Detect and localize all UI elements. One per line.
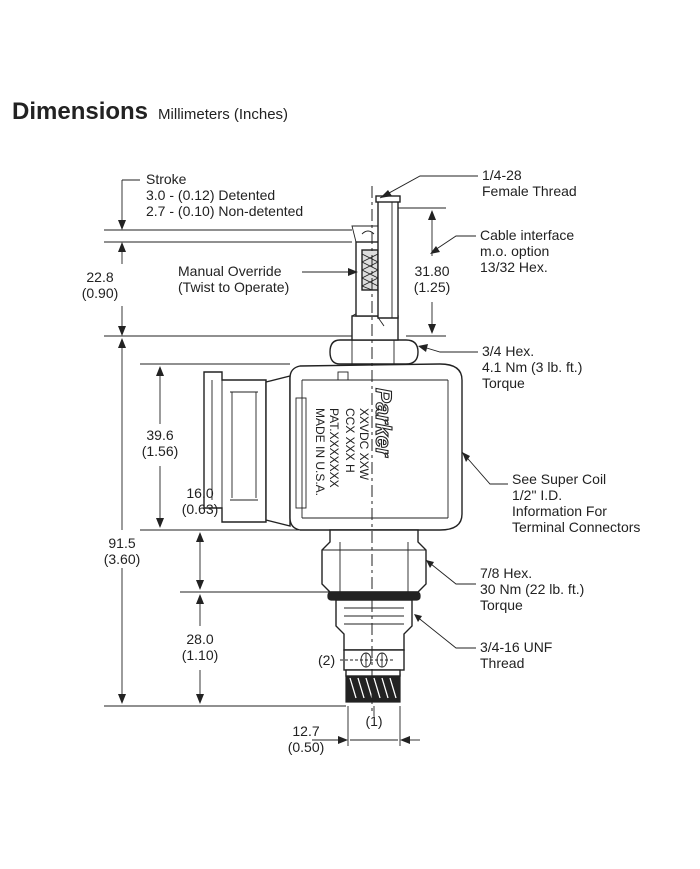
dim-22-8-in: (0.90) (82, 285, 119, 301)
hex-large-torque-value: 30 Nm (22 lb. ft.) (480, 581, 584, 597)
hex-nut-small (329, 339, 419, 365)
dim-12-7-in: (0.50) (288, 739, 325, 755)
dim-stroke (118, 179, 140, 252)
cable-hex-label: 13/32 Hex. (480, 259, 548, 275)
hex-small-torque-label: Torque (482, 375, 525, 391)
leader-lines (302, 175, 508, 716)
coil-marking-col2: CCX XXX H (343, 408, 357, 473)
dim-16-0-in: (0.63) (182, 501, 219, 517)
stroke-detented: 3.0 - (0.12) Detented (146, 187, 275, 203)
dim-91-5 (118, 338, 126, 704)
super-coil-label-1: See Super Coil (512, 471, 606, 487)
cable-interface-label: Cable interface (480, 227, 574, 243)
dim-16-0 (196, 532, 204, 590)
dim-91-5-mm: 91.5 (108, 535, 135, 551)
dim-16-0-mm: 16.0 (186, 485, 213, 501)
coil-label-group: MADE IN U.S.A. PAT.XXXXXXX CCX XXX H XXV… (313, 408, 371, 496)
dim-31-80 (428, 210, 436, 334)
dim-28-0 (196, 594, 204, 704)
page-subtitle: Millimeters (Inches) (158, 106, 289, 123)
hex-large-size: 7/8 Hex. (480, 565, 532, 581)
dim-39-6-mm: 39.6 (146, 427, 173, 443)
connector-housing (203, 371, 291, 527)
threaded-cartridge (335, 599, 413, 651)
hex-small-size: 3/4 Hex. (482, 343, 534, 359)
port-1-screen (345, 669, 401, 703)
cable-option-label: m.o. option (480, 243, 549, 259)
thread-top-size: 1/4-28 (482, 167, 522, 183)
port-2-marker: (2) (318, 652, 335, 668)
manual-override-label: Manual Override (178, 263, 282, 279)
coil-marking-col1: XXVDC XXW (357, 408, 371, 481)
dim-22-8 (118, 250, 126, 336)
coil-logo-group: Parker (370, 387, 396, 458)
hex-large-torque-label: Torque (480, 597, 523, 613)
parker-logo: Parker (371, 388, 396, 458)
dim-31-80-mm: 31.80 (414, 263, 449, 279)
dim-28-0-mm: 28.0 (186, 631, 213, 647)
manual-override-stem (351, 225, 399, 341)
stroke-non-detented: 2.7 - (0.10) Non-detented (146, 203, 303, 219)
hex-nut-large (321, 529, 427, 593)
port-1-marker: (1) (365, 713, 382, 729)
coil-marking-col3: PAT.XXXXXXX (327, 408, 341, 488)
coil-body (289, 363, 463, 531)
cable-interface-tube (375, 195, 401, 319)
oring-seal (327, 591, 421, 601)
super-coil-label-2: 1/2" I.D. (512, 487, 562, 503)
title-row: Dimensions Millimeters (Inches) (12, 98, 288, 126)
dim-28-0-in: (1.10) (182, 647, 219, 663)
unf-thread-label: Thread (480, 655, 524, 671)
dim-39-6 (156, 366, 164, 528)
dim-91-5-in: (3.60) (104, 551, 141, 567)
coil-marking-col4: MADE IN U.S.A. (313, 408, 327, 496)
super-coil-label-4: Terminal Connectors (512, 519, 640, 535)
page-title: Dimensions (12, 98, 149, 125)
dim-31-80-in: (1.25) (414, 279, 451, 295)
super-coil-label-3: Information For (512, 503, 607, 519)
thread-top-type: Female Thread (482, 183, 577, 199)
dim-39-6-in: (1.56) (142, 443, 179, 459)
hex-small-torque-value: 4.1 Nm (3 lb. ft.) (482, 359, 582, 375)
dim-12-7 (312, 706, 420, 746)
unf-thread-size: 3/4-16 UNF (480, 639, 552, 655)
stroke-label: Stroke (146, 171, 187, 187)
dim-12-7-mm: 12.7 (292, 723, 319, 739)
manual-override-note: (Twist to Operate) (178, 279, 289, 295)
dim-22-8-mm: 22.8 (86, 269, 113, 285)
